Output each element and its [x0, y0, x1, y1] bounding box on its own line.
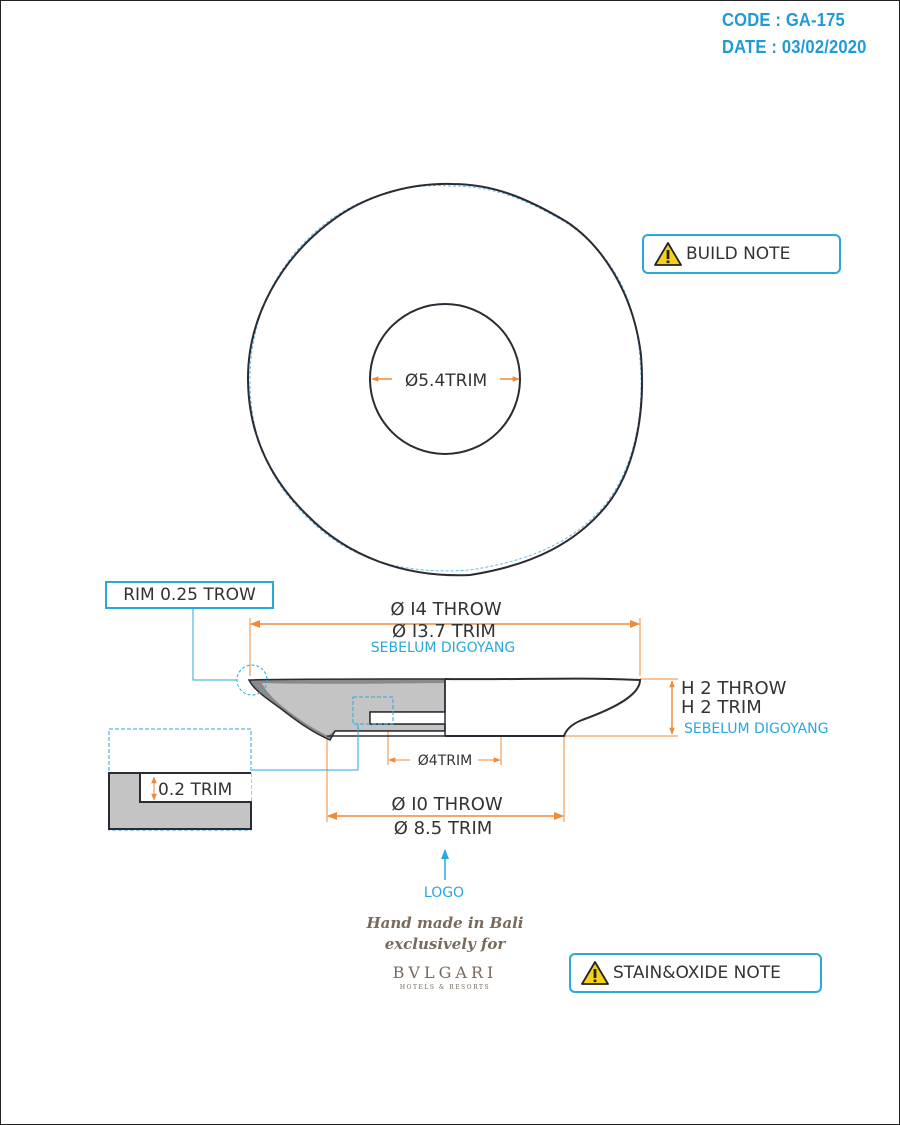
product-code: CODE : GA-175: [722, 10, 845, 30]
detail-leader: [252, 724, 359, 771]
build-note[interactable]: BUILD NOTE: [642, 234, 841, 274]
inner-diameter-label: Ø5.4TRIM: [405, 371, 487, 391]
height-throw-label: H 2 THROW: [681, 678, 787, 699]
stain-oxide-note-label: STAIN&OXIDE NOTE: [613, 963, 781, 983]
warning-icon: [654, 242, 682, 266]
side-view: Ø I4 THROW Ø I3.7 TRIM SEBELUM DIGOYANG …: [192, 599, 828, 839]
drawing-date: DATE : 03/02/2020: [722, 37, 867, 57]
top-throw-label: Ø I4 THROW: [390, 599, 502, 620]
logo-line-2: exclusively for: [385, 935, 507, 953]
logo-label: LOGO: [424, 885, 464, 901]
warning-icon: [581, 961, 609, 985]
outer-wavy-rim-dashed: [249, 185, 642, 572]
top-view: Ø5.4TRIM: [246, 182, 644, 577]
rim-callout: RIM 0.25 TROW: [105, 581, 274, 609]
top-note-label: SEBELUM DIGOYANG: [371, 640, 515, 656]
foot-trim-label: Ø 8.5 TRIM: [394, 818, 493, 839]
brand-name: BVLGARI: [393, 963, 498, 982]
bowl-side-outline: [444, 677, 642, 737]
top-trim-label: Ø I3.7 TRIM: [392, 621, 496, 642]
build-note-label: BUILD NOTE: [686, 244, 791, 264]
height-trim-label: H 2 TRIM: [681, 697, 762, 718]
detail-trim-label: 0.2 TRIM: [158, 780, 232, 800]
logo-line-1: Hand made in Bali: [366, 914, 524, 932]
logo-area: LOGO Hand made in Bali exclusively for B…: [366, 849, 524, 991]
detail-section-fill: [109, 773, 251, 802]
outer-wavy-rim: [246, 182, 644, 577]
detail-marker-box: [352, 696, 394, 725]
detail-view: 0.2 TRIM: [108, 728, 252, 831]
rim-callout-leader: [192, 609, 237, 681]
foot-inner-label: Ø4TRIM: [418, 753, 472, 769]
inner-foot-circle: [369, 303, 521, 455]
stain-oxide-note[interactable]: STAIN&OXIDE NOTE: [569, 953, 822, 993]
brand-subtitle: HOTELS & RESORTS: [400, 984, 490, 991]
foot-throw-label: Ø I0 THROW: [391, 794, 503, 815]
height-note-label: SEBELUM DIGOYANG: [684, 721, 828, 737]
foot-inner-label-bg: [410, 752, 478, 768]
